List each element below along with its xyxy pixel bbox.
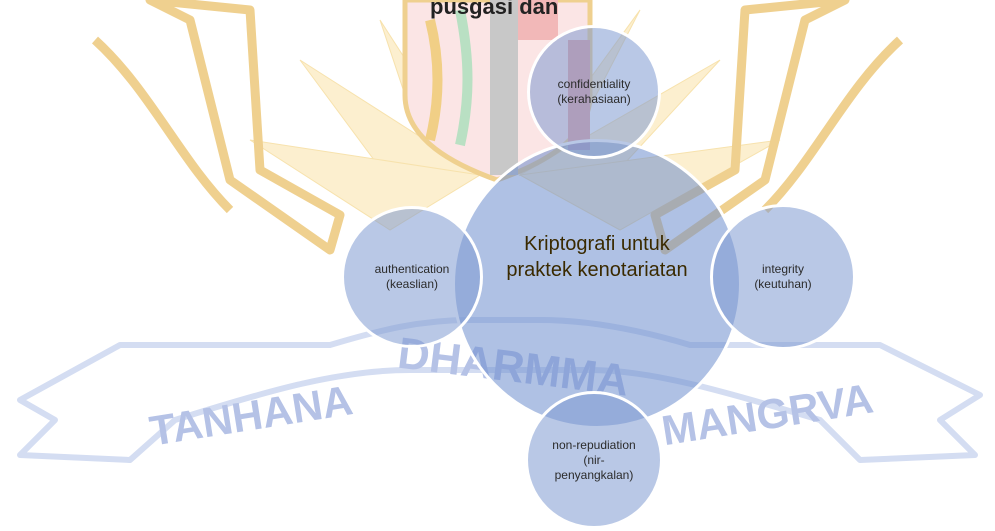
- circle-authentication: authentication (keaslian): [341, 206, 483, 348]
- emblem-top-text: pusgasi dan: [430, 0, 558, 19]
- center-circle: Kriptografi untuk praktek kenotariatan: [452, 139, 742, 429]
- center-label: Kriptografi untuk praktek kenotariatan: [502, 231, 692, 283]
- confidentiality-label: confidentiality (kerahasiaan): [539, 77, 649, 107]
- circle-integrity: integrity (keutuhan): [710, 204, 856, 350]
- integrity-label: integrity (keutuhan): [738, 262, 828, 292]
- authentication-label: authentication (keaslian): [357, 262, 467, 292]
- non-repudiation-label: non-repudiation (nir-penyangkalan): [552, 438, 637, 483]
- circle-confidentiality: confidentiality (kerahasiaan): [527, 25, 661, 159]
- circle-non-repudiation: non-repudiation (nir-penyangkalan): [525, 391, 663, 529]
